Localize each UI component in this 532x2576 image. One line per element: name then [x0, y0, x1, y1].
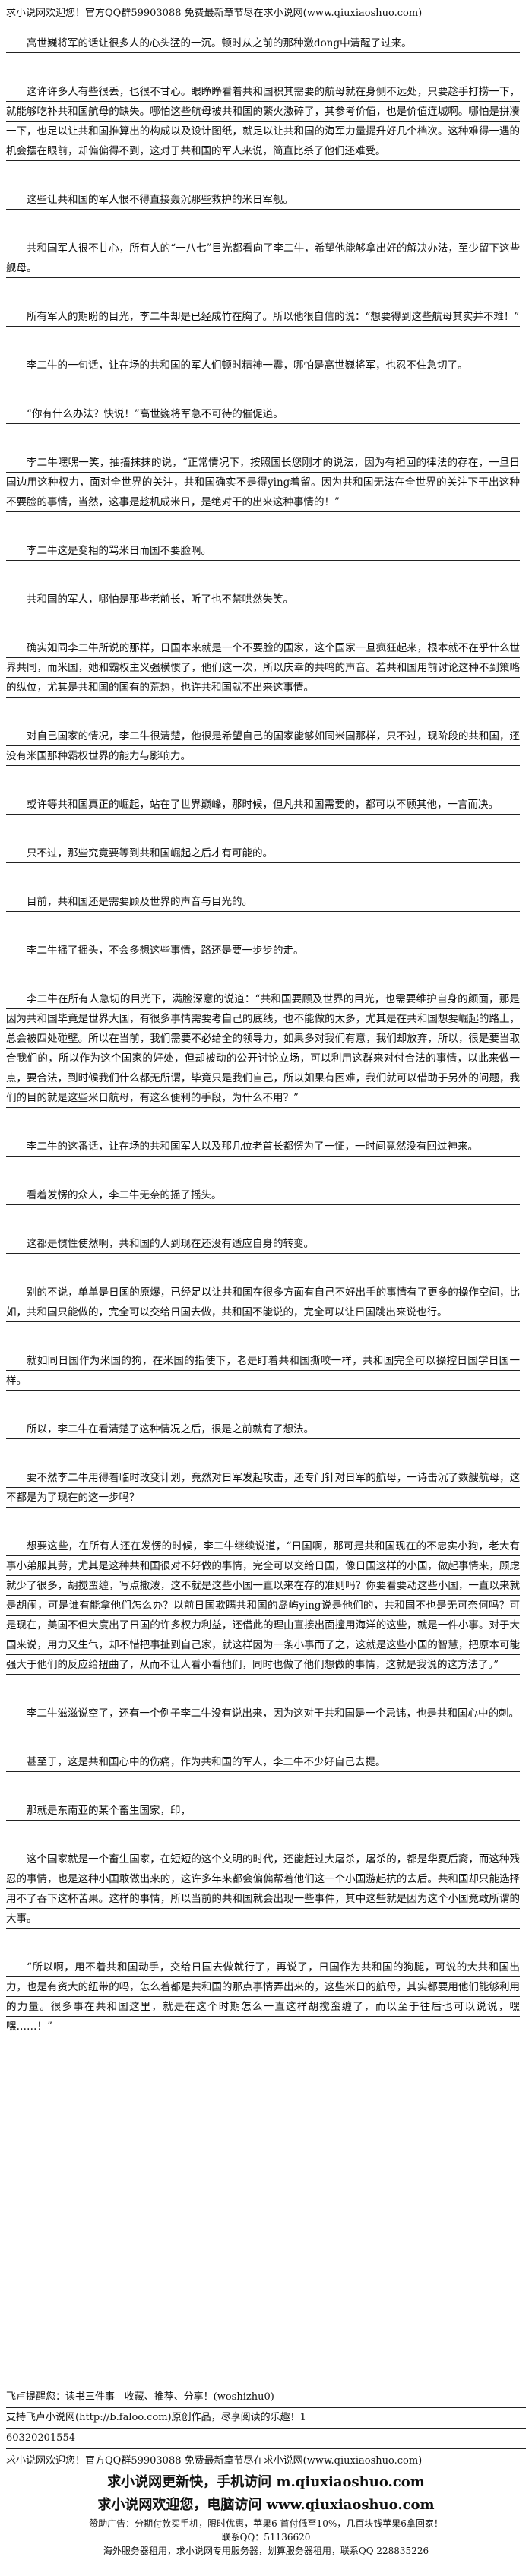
top-banner: 求小说网欢迎您！官方QQ群59903088 免费最新章节尽在求小说网(www.q… [6, 8, 423, 19]
contact-qq: 联系QQ：51136620 [221, 2532, 311, 2543]
server-ad[interactable]: 海外服务器租用，求小说网专用服务器，划算服务器租用，联系QQ 228835226 [103, 2546, 429, 2556]
paragraph: 这许许多人有些很丢，也很不甘心。眼睁睁看着共和国积其需要的航母就在身侧不远处，只… [6, 82, 520, 161]
paragraph: 这个国家就是一个畜生国家，在短短的这个文明的时代，还能赶过大屠杀，屠杀的，都是华… [6, 1850, 520, 1929]
paragraph: 甚至于，这是共和国心中的伤痛，作为共和国的军人，李二牛不少好自己去提。 [6, 1752, 520, 1772]
share-reminder: 飞卢提醒您：读书三件事 - 收藏、推荐、分享！(woshizhu0) [6, 2388, 526, 2408]
mobile-link[interactable]: 求小说网更新快，手机访问 m.qiuxiaoshuo.com [107, 2474, 425, 2490]
paragraph: 李二牛的这番话，让在场的共和国军人以及那几位老首长都愣为了一怔，一时间竟然没有回… [6, 1137, 520, 1157]
paragraph: 所有军人的期盼的目光，李二牛却是已经成竹在胸了。所以他很自信的说：“想要得到这些… [6, 307, 520, 327]
desktop-link[interactable]: 求小说网欢迎您，电脑访问 www.qiuxiaoshuo.com [97, 2497, 435, 2513]
chapter-id: 603202015​54 [6, 2429, 526, 2449]
paragraph: 共和国的军人，哪怕是那些老前长，听了也不禁哄然失笑。 [6, 590, 520, 609]
paragraph: 对自己国家的情况，李二牛很清楚，他很是希望自己的国家能够如同米国那样，只不过，现… [6, 726, 520, 766]
paragraph: 李二牛滋滋说空了，还有一个例子李二牛没有说出来，因为这对于共和国是一个忌讳，也是… [6, 1704, 520, 1723]
paragraph: 李二牛这是变相的骂米日而国不要脸啊。 [6, 541, 520, 561]
paragraph: 这都是惯性使然啊，共和国的人到现在还没有适应自身的转变。 [6, 1234, 520, 1254]
paragraph: 别的不说，单单是日国的原爆，已经足以让共和国在很多方面有自己不好出手的事情有了更… [6, 1283, 520, 1322]
paragraph: “所以啊，用不着共和国动手，交给日国去做就行了，再说了，日国作为共和国的狗腿，可… [6, 1957, 520, 2036]
chapter-body: 高世巍将军的话让很多人的心头猛的一沉。顿时从之前的那种激dong中清醒了过来。这… [6, 33, 520, 2065]
paragraph: 只不过，那些究竟要等到共和国崛起之后才有可能的。 [6, 843, 520, 863]
paragraph: 就如同日国作为米国的狗，在米国的指使下，老是盯着共和国撕咬一样，共和国完全可以操… [6, 1351, 520, 1391]
chapter-footer: 飞卢提醒您：读书三件事 - 收藏、推荐、分享！(woshizhu0) 支持飞卢小… [6, 2388, 526, 2449]
paragraph: 看着发愣的众人，李二牛无奈的摇了摇头。 [6, 1185, 520, 1205]
paragraph: 李二牛的一句话，让在场的共和国的军人们顿时精神一震，哪怕是高世巍将军，也忍不住急… [6, 356, 520, 375]
paragraph: “你有什么办法？快说！”高世巍将军急不可待的催促道。 [6, 404, 520, 424]
paragraph: 要不然李二牛用得着临时改变计划，竟然对日军发起攻击，还专门针对日军的航母，一诗击… [6, 1468, 520, 1508]
paragraph: 李二牛嘿嘿一笑，抽搐抹抹的说，“正常情况下，按照国长您刚才的说法，因为有袒回的律… [6, 453, 520, 512]
sponsor-ad[interactable]: 赞助广告：分期付款买手机，限时优惠，苹果6 首付低至10%，几百块钱苹果6拿回家… [89, 2518, 443, 2529]
bottom-welcome: 求小说网欢迎您！官方QQ群59903088 免费最新章节尽在求小说网(www.q… [6, 2455, 423, 2467]
bottom-ad: 求小说网欢迎您！官方QQ群59903088 免费最新章节尽在求小说网(www.q… [6, 2454, 526, 2558]
paragraph: 高世巍将军的话让很多人的心头猛的一沉。顿时从之前的那种激dong中清醒了过来。 [6, 33, 520, 53]
paragraph: 或许等共和国真正的崛起，站在了世界巅峰，那时候，但凡共和国需要的，都可以不顾其他… [6, 795, 520, 815]
paragraph: 所以，李二牛在看清楚了这种情况之后，很是之前就有了想法。 [6, 1419, 520, 1439]
paragraph: 共和国军人很不甘心，所有人的“一八七”目光都看向了李二牛，希望他能够拿出好的解决… [6, 239, 520, 278]
paragraph: 目前，共和国还是需要顾及世界的声音与目光的。 [6, 892, 520, 912]
paragraph: 这些让共和国的军人恨不得直接轰沉那些救护的米日军舰。 [6, 190, 520, 210]
paragraph: 确实如同李二牛所说的那样，日国本来就是一个不要脸的国家，这个国家一旦疯狂起来，根… [6, 638, 520, 698]
paragraph: 李二牛摇了摇头，不会多想这些事情，路还是要一步步的走。 [6, 941, 520, 960]
support-link[interactable]: 支持飞卢小说网(http://b.faloo.com)原创作品，尽享阅读的乐趣！… [6, 2408, 526, 2429]
paragraph: 想要这些，在所有人还在发愣的时候，李二牛继续说道，“日国啊，那可是共和国现在的不… [6, 1536, 520, 1675]
paragraph: 那就是东南亚的某个畜生国家，印， [6, 1801, 520, 1821]
paragraph: 李二牛在所有人急切的目光下，满脸深意的说道：“共和国要顾及世界的目光，也需要维护… [6, 989, 520, 1108]
